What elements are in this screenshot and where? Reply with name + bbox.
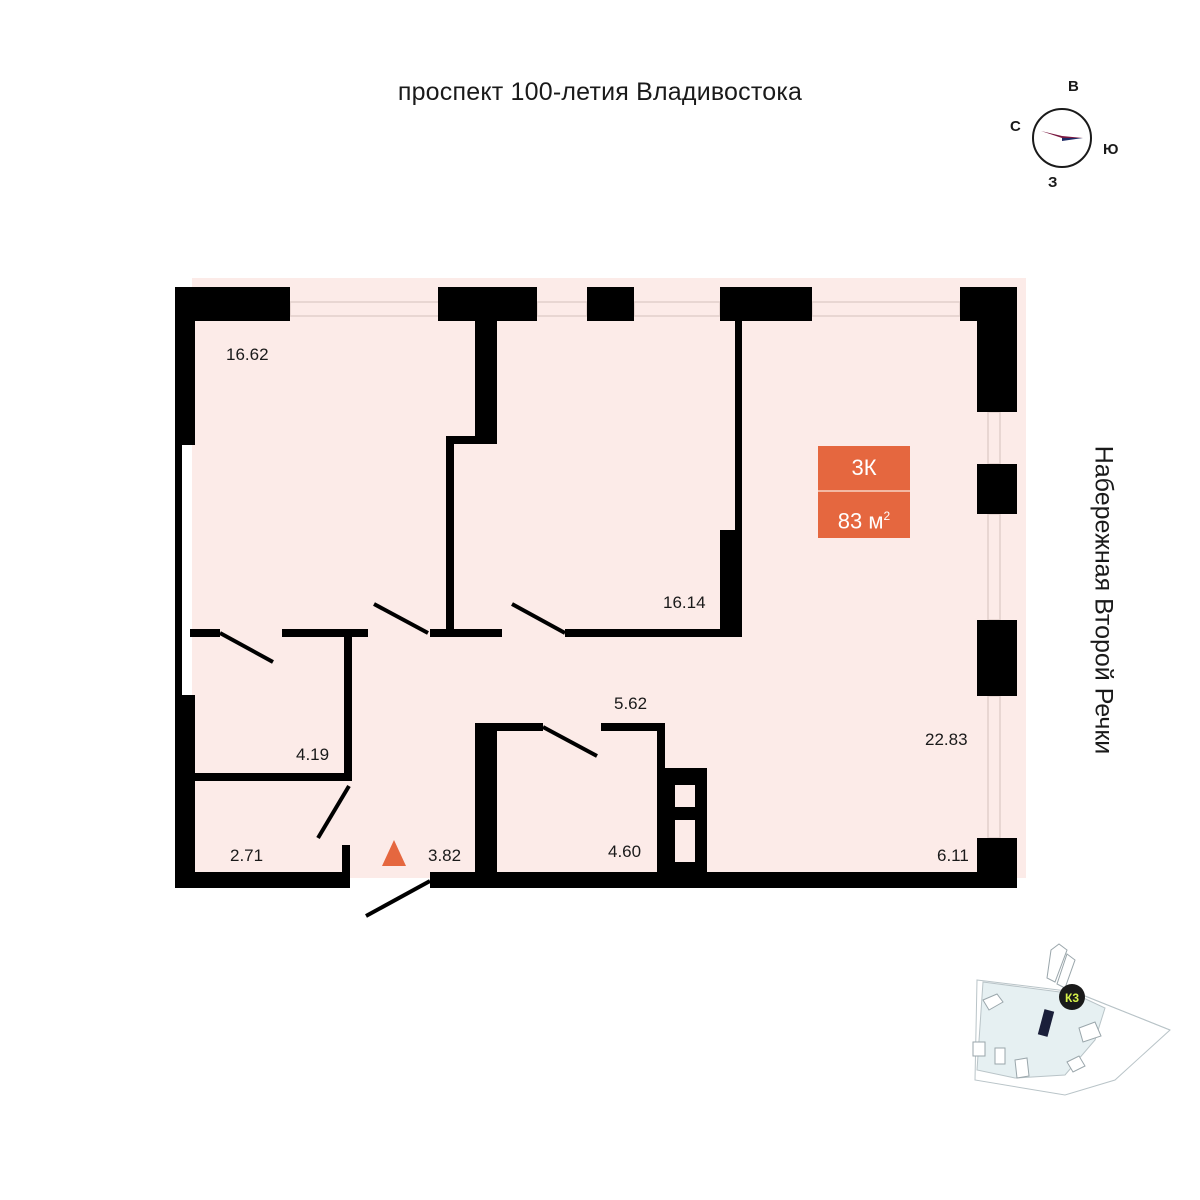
room-area-bathroom: 4.60 bbox=[608, 842, 642, 861]
compass-icon: С В Ю З bbox=[1005, 70, 1145, 200]
room-area-hall: 3.82 bbox=[428, 846, 462, 865]
room-area-bedroom-2: 16.14 bbox=[663, 593, 706, 612]
minimap-current-building bbox=[1037, 1009, 1055, 1037]
compass-south-label: Ю bbox=[1103, 141, 1119, 158]
door-bedroom-2 bbox=[511, 602, 566, 635]
door-wardrobe bbox=[219, 631, 274, 664]
area-unit-superscript: 2 bbox=[883, 509, 891, 523]
apartment-area-value: 83 м bbox=[837, 508, 884, 534]
compass-north-label: С bbox=[1010, 118, 1021, 135]
room-area-wardrobe: 4.19 bbox=[296, 745, 330, 764]
apartment-area: 83 м2 bbox=[818, 492, 910, 538]
shaft-openings bbox=[675, 785, 695, 862]
triangle-entrance-icon bbox=[382, 840, 406, 866]
compass-west-label: З bbox=[1048, 174, 1058, 191]
room-area-living-kitchen: 22.83 bbox=[925, 730, 968, 749]
apartment-type: 3К bbox=[818, 446, 910, 492]
door-leaves bbox=[219, 602, 598, 918]
door-entrance bbox=[365, 879, 431, 918]
walls bbox=[175, 287, 1017, 888]
compass-east-label: В bbox=[1068, 78, 1079, 95]
room-area-balcony: 6.11 bbox=[937, 846, 969, 865]
door-bathroom bbox=[542, 725, 598, 758]
minimap-building-label: К3 bbox=[1065, 991, 1079, 1005]
door-bedroom-1 bbox=[373, 602, 429, 635]
floor-area bbox=[192, 278, 1026, 878]
minimap-buildings bbox=[972, 943, 1102, 1079]
room-area-wc: 5.62 bbox=[614, 694, 648, 713]
site-minimap: К3 bbox=[955, 930, 1180, 1100]
room-area-bedroom-1: 16.62 bbox=[226, 345, 269, 364]
room-area-storage: 2.71 bbox=[230, 846, 264, 865]
door-storage bbox=[316, 784, 351, 840]
apartment-badge: 3К 83 м2 bbox=[818, 446, 910, 538]
street-name-top: проспект 100-летия Владивостока bbox=[397, 78, 803, 106]
minimap-building-badge bbox=[1059, 984, 1085, 1010]
